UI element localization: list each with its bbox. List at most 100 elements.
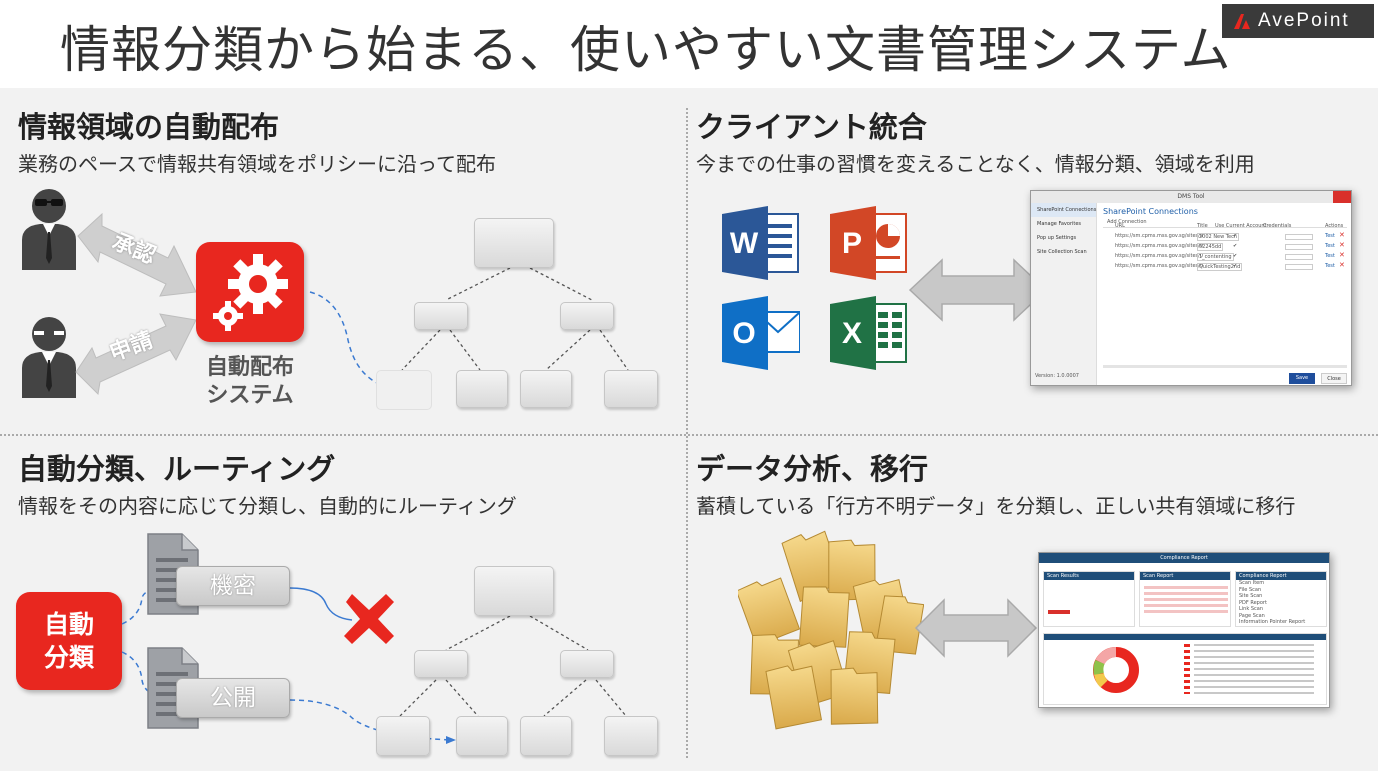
- panel-title: Scan Results: [1044, 572, 1134, 580]
- vertical-divider: [686, 108, 688, 758]
- compliance-item[interactable]: Link Scan: [1239, 606, 1263, 612]
- compliance-panel: Compliance Report Scan Item File Scan Si…: [1235, 571, 1327, 627]
- avepoint-logo: AvePoint: [1222, 4, 1374, 38]
- sidebar-item-manage-favorites[interactable]: Manage Favorites: [1037, 221, 1082, 227]
- checkbox-checked[interactable]: ✔: [1233, 243, 1238, 249]
- horizontal-divider: [0, 434, 1378, 436]
- report-header-title: Compliance Report: [1160, 555, 1208, 561]
- delete-icon[interactable]: ✕: [1339, 251, 1345, 259]
- title-bar: 情報分類から始まる、使いやすい文書管理システム AvePoint: [0, 0, 1378, 88]
- q1-subtitle: 業務のペースで情報共有領域をポリシーに沿って配布: [18, 152, 496, 176]
- q4-title: データ分析、移行: [696, 452, 929, 486]
- window-titlebar: DMS Tool: [1031, 191, 1351, 203]
- tree-leaf-node: [520, 370, 572, 408]
- col-credentials: Credentials: [1263, 223, 1292, 229]
- credentials-field[interactable]: [1285, 234, 1313, 240]
- outlook-letter: O: [732, 317, 755, 350]
- checkbox-checked[interactable]: ✔: [1233, 233, 1238, 239]
- add-connection-link[interactable]: Add Connection: [1107, 219, 1147, 225]
- version-label: Version: 1.0.0007: [1035, 373, 1079, 379]
- credentials-field[interactable]: [1285, 254, 1313, 260]
- tree-leaf-node: [520, 716, 572, 756]
- tree-leaf-node: [604, 370, 658, 408]
- double-arrow-icon: [914, 598, 1038, 658]
- row-url: https://sm.cpms.mss.gov.sg/sites/0: [1115, 243, 1204, 249]
- test-link[interactable]: Test: [1325, 233, 1335, 239]
- horizontal-scrollbar[interactable]: [1103, 365, 1347, 368]
- word-icon: W: [722, 206, 799, 280]
- checkbox-checked[interactable]: ✔: [1233, 253, 1238, 259]
- compliance-item[interactable]: Scan Item: [1239, 580, 1265, 586]
- dms-heading: SharePoint Connections: [1103, 207, 1198, 216]
- close-button[interactable]: Close: [1321, 373, 1347, 384]
- window-sidebar: SharePoint Connections Manage Favorites …: [1031, 203, 1097, 385]
- row-title[interactable]: 02245dd: [1197, 243, 1224, 251]
- row-title[interactable]: 1_contenting: [1197, 253, 1234, 261]
- test-link[interactable]: Test: [1325, 263, 1335, 269]
- row-url: https://sm.cpms.mss.gov.sg/sites/0: [1115, 233, 1204, 239]
- row-title[interactable]: 2002 New Tech: [1197, 233, 1240, 241]
- confidential-tag: 機密: [176, 566, 290, 606]
- credentials-field[interactable]: [1285, 264, 1313, 270]
- manager-person-icon: [22, 189, 76, 270]
- sidebar-item-site-collection-scan[interactable]: Site Collection Scan: [1037, 249, 1087, 255]
- compliance-item[interactable]: PDF Report: [1239, 599, 1267, 606]
- delete-icon[interactable]: ✕: [1339, 261, 1345, 269]
- compliance-item[interactable]: File Scan: [1239, 586, 1262, 593]
- q1-title: 情報領域の自動配布: [18, 110, 280, 144]
- scan-report-panel: Scan Report: [1139, 571, 1231, 627]
- sidebar-item-popup-settings[interactable]: Pop up Settings: [1037, 235, 1077, 241]
- connections-table: https://sm.cpms.mss.gov.sg/sites/0 2002 …: [1115, 231, 1347, 273]
- dms-tool-window: DMS Tool SharePoint Connections Manage F…: [1030, 190, 1352, 386]
- test-link[interactable]: Test: [1325, 253, 1335, 259]
- compliance-item[interactable]: Page Scan: [1239, 612, 1265, 619]
- q3-subtitle: 情報をその内容に応じて分類し、自動的にルーティング: [18, 494, 517, 518]
- report-line: [1144, 598, 1228, 601]
- sidebar-item-sharepoint-connections[interactable]: SharePoint Connections: [1031, 203, 1096, 217]
- system-label: 自動配布 システム: [186, 354, 314, 410]
- compliance-report-window: Compliance Report Scan Results Scan Repo…: [1038, 552, 1330, 708]
- table-row: https://sm.cpms.mss.gov.sg/sites/0 2002 …: [1115, 231, 1347, 243]
- powerpoint-icon: P: [830, 206, 907, 280]
- panel-title: Compliance Report: [1236, 572, 1326, 580]
- tree-root-node: [474, 566, 554, 616]
- delete-icon[interactable]: ✕: [1339, 241, 1345, 249]
- report-line: [1144, 604, 1228, 607]
- auto-classification-line2: 分類: [43, 643, 94, 672]
- tree-leaf-node-new: [376, 370, 432, 410]
- save-button[interactable]: Save: [1289, 373, 1315, 384]
- row-title[interactable]: QuickTesting2nd: [1197, 263, 1243, 271]
- table-header-divider: [1103, 227, 1347, 228]
- window-close-button[interactable]: [1333, 191, 1351, 203]
- report-header-bar: Compliance Report: [1039, 553, 1329, 563]
- col-title: Title: [1197, 223, 1208, 229]
- ppt-letter: P: [842, 227, 862, 260]
- system-label-line1: 自動配布: [205, 355, 294, 380]
- col-url: URL: [1115, 223, 1125, 229]
- excel-icon: X: [830, 296, 907, 370]
- q1-tree-lines: [309, 267, 629, 387]
- delete-icon[interactable]: ✕: [1339, 231, 1345, 239]
- test-link[interactable]: Test: [1325, 243, 1335, 249]
- excel-letter: X: [842, 317, 862, 350]
- report-line: [1144, 610, 1228, 613]
- credentials-field[interactable]: [1285, 244, 1313, 250]
- scan-results-panel: Scan Results: [1043, 571, 1135, 627]
- row-url: https://sm.cpms.mss.gov.sg/sites/0: [1115, 253, 1204, 259]
- panel-title: Scan Report: [1140, 572, 1230, 580]
- auto-classification-label: 自動 分類: [16, 608, 122, 674]
- tree-leaf-node: [456, 370, 508, 408]
- table-row: https://sm.cpms.mss.gov.sg/sites/0 Quick…: [1115, 261, 1347, 273]
- tree-mid-node: [560, 302, 614, 330]
- tree-leaf-node: [604, 716, 658, 756]
- q2-title: クライアント統合: [696, 110, 927, 144]
- q2-subtitle: 今までの仕事の習慣を変えることなく、情報分類、領域を利用: [696, 152, 1255, 176]
- col-use-current: Use Current Account: [1215, 223, 1267, 229]
- checkbox-checked[interactable]: ✔: [1233, 263, 1238, 269]
- compliance-item[interactable]: Information Pointer Report: [1239, 619, 1306, 625]
- panel-title-bar: [1044, 634, 1326, 640]
- compliance-item[interactable]: Site Scan: [1239, 593, 1263, 599]
- tree-leaf-node-target: [456, 716, 508, 756]
- double-arrow-icon: [908, 258, 1048, 322]
